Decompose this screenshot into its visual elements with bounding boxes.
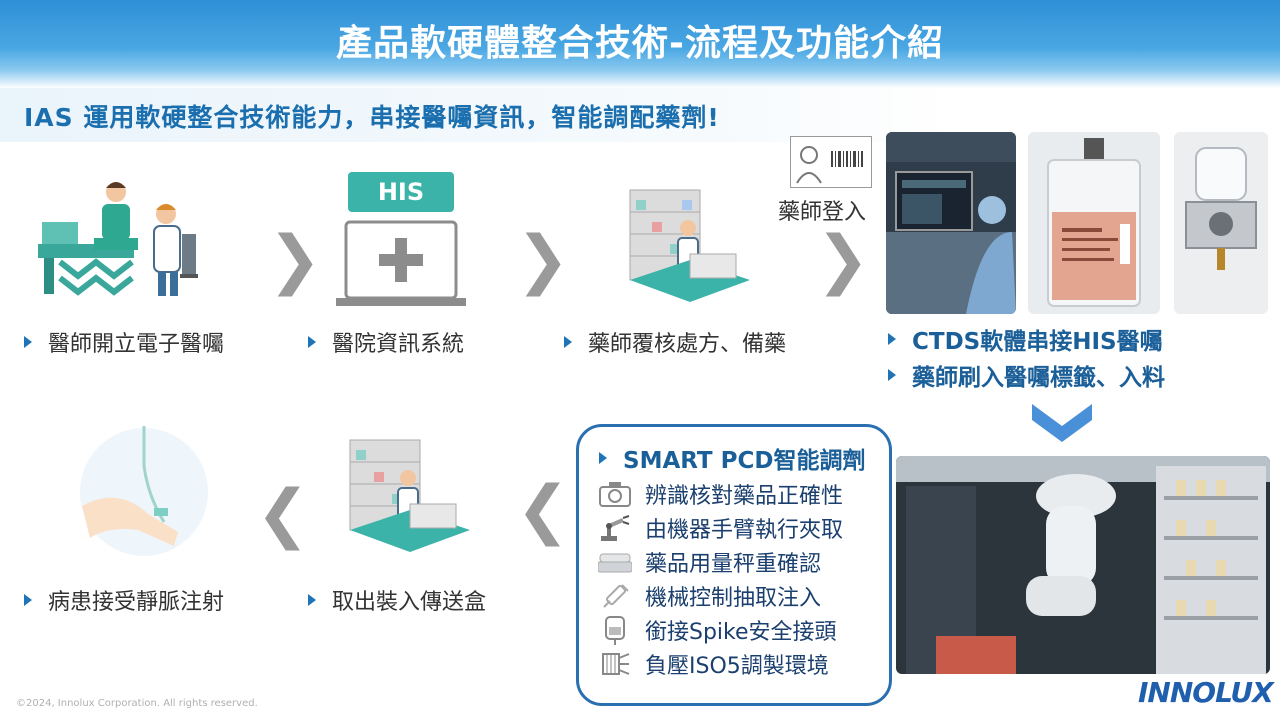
step-caption-pharmacist-review: 藥師覆核處方、備藥 [564,326,786,358]
pcd-item: 由機器手臂執行夾取 [579,511,889,545]
syringe-icon [597,581,633,611]
pharmacist-packing-illustration [340,430,480,554]
title-banner [0,0,1280,88]
copyright-text: ©2024, Innolux Corporation. All rights r… [16,698,258,709]
bullet-icon [308,594,316,606]
label-scan-caption: 藥師刷入醫囑標籤、入料 [888,358,1165,392]
bullet-icon [888,369,896,381]
ctds-caption: CTDS軟體串接HIS醫囑 [888,322,1163,356]
iv-bag-icon [597,615,633,645]
chevron-left-icon: ❮ [516,473,570,547]
chevron-right-icon: ❯ [816,223,870,297]
smart-pcd-panel: SMART PCD智能調劑 辨識核對藥品正確性 由機器手臂執行夾取 藥品用量秤重… [576,424,892,706]
step-caption-transport-box: 取出裝入傳送盒 [308,584,486,616]
page-subtitle: IAS 運用軟硬整合技術能力，串接醫囑資訊，智能調配藥劑! [24,103,720,132]
pcd-item: 辨識核對藥品正確性 [579,477,889,511]
filter-icon [597,649,633,679]
step-caption-his: 醫院資訊系統 [308,326,464,358]
bullet-icon [599,452,607,464]
innolux-logo: INNOLUX [1138,676,1274,709]
his-monitor-illustration [336,172,466,308]
pcd-item: 藥品用量秤重確認 [579,545,889,579]
chevron-right-icon: ❯ [268,223,322,297]
page-title: 產品軟硬體整合技術-流程及功能介紹 [336,23,944,64]
step-caption-doctor-order: 醫師開立電子醫囑 [24,326,224,358]
badge-scan-icon [790,136,872,188]
spike-connector-photo [1174,132,1268,314]
camera-icon [597,479,633,509]
iv-bag-label-photo [1028,132,1160,314]
bullet-icon [564,336,572,348]
bullet-icon [308,336,316,348]
iv-injection-illustration [78,426,210,572]
pharmacist-illustration [620,180,760,304]
pharmacist-terminal-photo [886,132,1016,314]
robot-dispensing-photo [896,456,1270,674]
step-caption-iv-injection: 病患接受靜脈注射 [24,584,224,616]
bullet-icon [888,333,896,345]
pcd-item: 機械控制抽取注入 [579,579,889,613]
his-badge: HIS [377,178,425,206]
chevron-down-icon [1032,404,1092,444]
login-label: 藥師登入 [778,200,867,225]
pcd-item: 負壓ISO5調製環境 [579,647,889,681]
chevron-left-icon: ❮ [256,477,310,551]
robot-arm-icon [597,513,633,543]
pcd-item: 銜接Spike安全接頭 [579,613,889,647]
pcd-heading: SMART PCD智能調劑 [599,441,865,475]
chevron-right-icon: ❯ [516,223,570,297]
scale-icon [597,547,633,577]
bullet-icon [24,336,32,348]
doctor-patient-illustration [36,178,206,302]
bullet-icon [24,594,32,606]
